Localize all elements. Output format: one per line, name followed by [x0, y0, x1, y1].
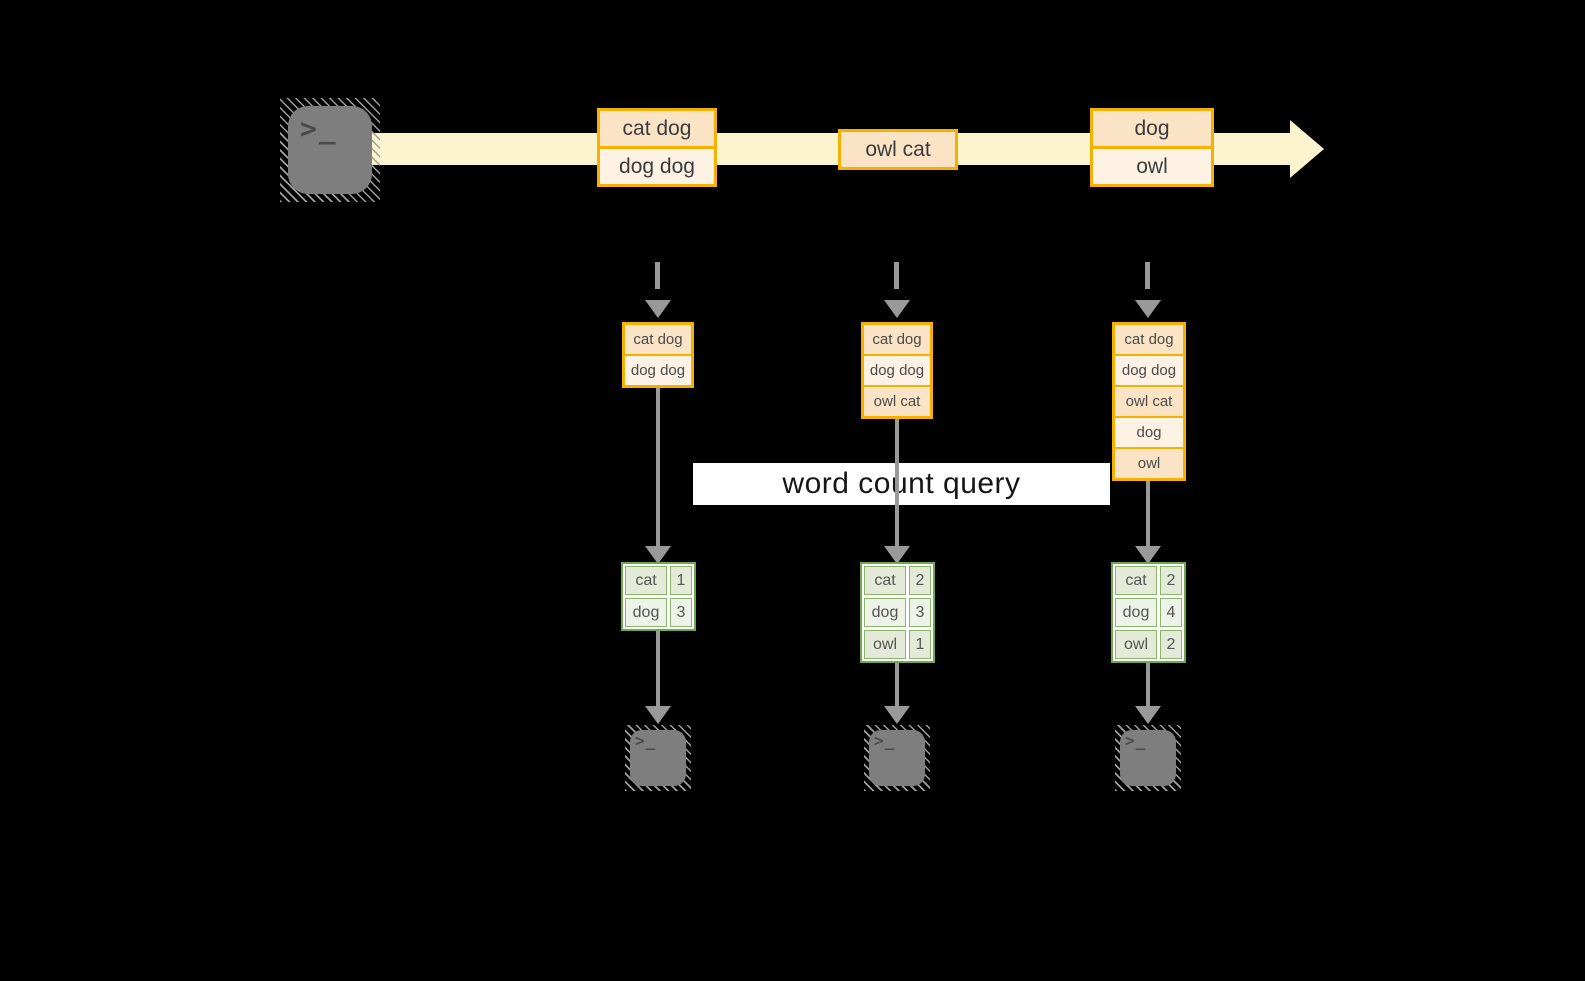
wordcount-value: 2 — [1160, 630, 1182, 659]
batch-record: dog — [1115, 416, 1183, 447]
connector-line — [656, 386, 660, 546]
connector-line — [895, 417, 899, 546]
connector-arrowhead — [645, 706, 671, 724]
dashed-arrow-3 — [1145, 262, 1150, 289]
terminal-prompt-icon: >_ — [874, 731, 896, 750]
stream-record: cat dog — [600, 111, 714, 146]
wordcount-value: 2 — [1160, 566, 1182, 595]
stream-timeline-arrowhead — [1290, 120, 1324, 178]
batch-record: dog dog — [625, 354, 691, 385]
dashed-arrow-2-head — [884, 300, 910, 318]
wordcount-word: owl — [864, 630, 906, 659]
terminal-sink-icon-1: >_ — [625, 725, 691, 791]
batch-box-1: cat dog dog dog — [622, 322, 694, 388]
terminal-body — [1120, 730, 1176, 786]
connector-arrowhead — [645, 546, 671, 564]
connector-line — [1146, 479, 1150, 546]
terminal-source-icon: >_ — [280, 98, 380, 202]
terminal-body — [288, 106, 372, 194]
wordcount-table-1: cat 1 dog 3 — [621, 562, 696, 631]
wordcount-table-3: cat 2 dog 4 owl 2 — [1111, 562, 1186, 663]
batch-record: cat dog — [864, 325, 930, 354]
wordcount-word: dog — [625, 598, 667, 627]
stream-record: owl — [1093, 146, 1211, 184]
wordcount-value: 3 — [909, 598, 931, 627]
batch-box-3: cat dog dog dog owl cat dog owl — [1112, 322, 1186, 481]
batch-record: owl — [1115, 447, 1183, 478]
stream-record: dog — [1093, 111, 1211, 146]
dashed-arrow-1 — [655, 262, 660, 289]
wordcount-table-2: cat 2 dog 3 owl 1 — [860, 562, 935, 663]
dashed-arrow-1-head — [645, 300, 671, 318]
wordcount-word: dog — [1115, 598, 1157, 627]
wordcount-value: 4 — [1160, 598, 1182, 627]
terminal-body — [630, 730, 686, 786]
batch-record: owl cat — [864, 385, 930, 416]
connector-arrowhead — [1135, 546, 1161, 564]
connector-line — [1146, 657, 1150, 706]
wordcount-word: cat — [864, 566, 906, 595]
terminal-sink-icon-2: >_ — [864, 725, 930, 791]
wordcount-value: 2 — [909, 566, 931, 595]
terminal-sink-icon-3: >_ — [1115, 725, 1181, 791]
stream-record: dog dog — [600, 146, 714, 184]
dashed-arrow-2 — [894, 262, 899, 289]
connector-arrowhead — [884, 546, 910, 564]
connector-arrowhead — [1135, 706, 1161, 724]
terminal-prompt-icon: >_ — [300, 112, 338, 145]
batch-record: cat dog — [625, 325, 691, 354]
terminal-prompt-icon: >_ — [1125, 731, 1147, 750]
connector-line — [895, 657, 899, 706]
wordcount-value: 1 — [670, 566, 692, 595]
stream-event-box-2: owl cat — [838, 129, 958, 170]
batch-record: dog dog — [1115, 354, 1183, 385]
stream-record: owl cat — [841, 132, 955, 167]
wordcount-word: cat — [625, 566, 667, 595]
wordcount-word: cat — [1115, 566, 1157, 595]
dashed-arrow-3-head — [1135, 300, 1161, 318]
connector-line — [656, 627, 660, 706]
terminal-prompt-icon: >_ — [635, 731, 657, 750]
wordcount-word: dog — [864, 598, 906, 627]
wordcount-value: 1 — [909, 630, 931, 659]
terminal-body — [869, 730, 925, 786]
batch-record: owl cat — [1115, 385, 1183, 416]
wordcount-value: 3 — [670, 598, 692, 627]
stream-event-box-3: dog owl — [1090, 108, 1214, 187]
query-banner: word count query — [693, 463, 1110, 505]
stream-event-box-1: cat dog dog dog — [597, 108, 717, 187]
wordcount-word: owl — [1115, 630, 1157, 659]
batch-box-2: cat dog dog dog owl cat — [861, 322, 933, 419]
connector-arrowhead — [884, 706, 910, 724]
batch-record: cat dog — [1115, 325, 1183, 354]
batch-record: dog dog — [864, 354, 930, 385]
